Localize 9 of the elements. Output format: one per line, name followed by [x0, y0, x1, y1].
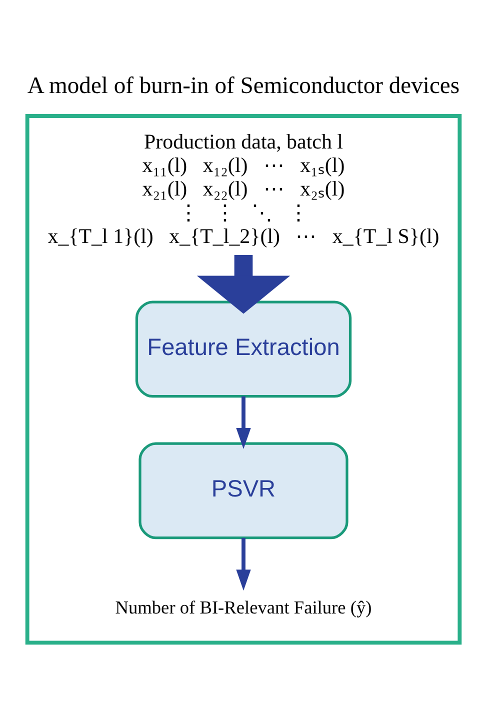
node-box: PSVR	[138, 442, 348, 539]
arrow	[236, 537, 250, 590]
arrow	[196, 254, 290, 314]
node-box: Feature Extraction	[134, 300, 352, 398]
diagram-title: A model of burn-in of Semiconductor devices	[26, 72, 460, 98]
arrow	[236, 396, 250, 449]
node-text: Number of BI-Relevant Failure (ŷ)	[114, 596, 372, 617]
node-text: Production data, batch l x₁₁(l) x₁₂(l) ⋯ x₁ₛ(l) x₂₁(l) x₂₂(l) ⋯ x₂ₛ(l) ⋮ ⋮ ⋱ ⋮ x_{T_l 1}(l) x_{T_l_2}(l) ⋯ x_{T_l S}(l)	[47, 129, 439, 248]
cluster	[24, 114, 462, 644]
